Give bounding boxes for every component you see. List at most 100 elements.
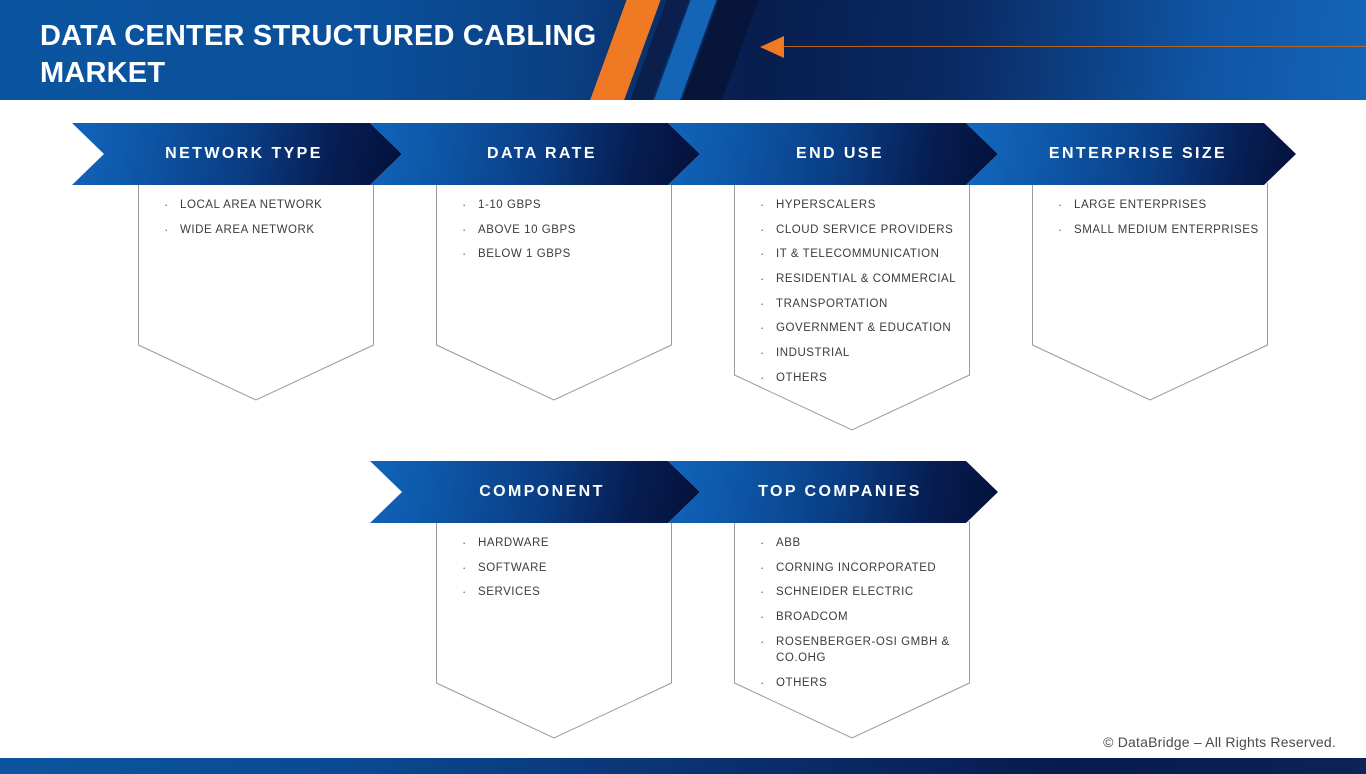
segment-list-component: · HARDWARE · SOFTWARE ·SERVICES: [462, 535, 664, 609]
bullet-icon: ·: [760, 369, 765, 385]
list-item[interactable]: · SCHNEIDER ELECTRIC: [760, 584, 962, 601]
segment-header-top-companies[interactable]: TOP COMPANIES: [668, 461, 998, 523]
bullet-icon: ·: [760, 675, 765, 691]
list-item[interactable]: · TRANSPORTATION: [760, 296, 962, 313]
bullet-icon: ·: [760, 345, 765, 361]
list-item[interactable]: · SMALL MEDIUM ENTERPRISES: [1058, 222, 1260, 239]
segment-outline-data-rate: [436, 183, 672, 401]
segment-outline-network-type: [138, 183, 374, 401]
segment-outline-enterprise-size: [1032, 183, 1268, 401]
list-item-label: BELOW 1 GBPS: [478, 248, 571, 261]
bullet-icon: ·: [760, 633, 765, 649]
list-item[interactable]: · LARGE ENTERPRISES: [1058, 197, 1260, 214]
bullet-icon: ·: [760, 609, 765, 625]
page-header: DATA CENTER STRUCTURED CABLING MARKET: [0, 0, 1366, 100]
list-item-label: OTHERS: [776, 371, 828, 384]
list-item[interactable]: · LOCAL AREA NETWORK: [164, 197, 366, 214]
segment-list-end-use: ·HYPERSCALERS·CLOUD SERVICE PROVIDERS·IT…: [760, 197, 962, 394]
segment-title-enterprise-size: ENTERPRISE SIZE: [1048, 145, 1228, 162]
segment-header-data-rate[interactable]: DATA RATE: [370, 123, 700, 185]
list-item[interactable]: ·BROADCOM: [760, 609, 962, 626]
segment-title-end-use: END USE: [796, 145, 884, 162]
bullet-icon: ·: [164, 197, 169, 212]
footer-bar: [0, 758, 1366, 774]
list-item[interactable]: · IT & TELECOMMUNICATION: [760, 246, 962, 263]
bullet-icon: ·: [760, 559, 765, 575]
list-item[interactable]: · BELOW 1 GBPS: [462, 246, 664, 263]
list-item[interactable]: · HARDWARE: [462, 535, 664, 552]
list-item-label: ROSENBERGER-OSI GMBH & CO.OHG: [776, 635, 950, 665]
segment-header-network-type[interactable]: NETWORK TYPE: [72, 123, 402, 185]
segment-body-enterprise-size: · LARGE ENTERPRISES · SMALL MEDIUM ENTERPRI…: [1032, 183, 1268, 401]
list-item-label: RESIDENTIAL & COMMERCIAL: [776, 273, 957, 286]
bullet-icon: ·: [1058, 221, 1063, 237]
segment-header-component[interactable]: COMPONENT: [370, 461, 700, 523]
list-item-label: LARGE ENTERPRISES: [1074, 199, 1207, 211]
list-item-label: SMALL MEDIUM ENTERPRISES: [1074, 223, 1259, 236]
list-item[interactable]: · 1-10 GBPS: [462, 197, 664, 214]
segment-list-network-type: · LOCAL AREA NETWORK · WIDE AREA NETWORK: [164, 197, 366, 246]
segment-body-component: · HARDWARE · SOFTWARE ·SERVICES: [436, 521, 672, 739]
segment-title-component: COMPONENT: [479, 483, 605, 500]
bullet-icon: ·: [462, 221, 467, 237]
bullet-icon: ·: [760, 320, 765, 336]
segment-body-network-type: · LOCAL AREA NETWORK · WIDE AREA NETWORK: [138, 183, 374, 401]
segment-outline-top-companies: [734, 521, 970, 739]
list-item[interactable]: · WIDE AREA NETWORK: [164, 222, 366, 239]
segment-title-data-rate: DATA RATE: [487, 145, 597, 162]
list-item-label: CLOUD SERVICE PROVIDERS: [776, 223, 954, 236]
list-item-label: SERVICES: [478, 586, 541, 599]
bullet-icon: ·: [760, 246, 765, 262]
segment-body-top-companies: · ABB · CORNING INCORPORATED · SCHNEIDER ELEC…: [734, 521, 970, 739]
list-item-label: SCHNEIDER ELECTRIC: [776, 586, 914, 599]
bullet-icon: ·: [760, 295, 765, 311]
segments-board: · LOCAL AREA NETWORK · WIDE AREA NETWORK NET…: [0, 100, 1366, 758]
bullet-icon: ·: [760, 197, 765, 212]
list-item-label: INDUSTRIAL: [776, 347, 850, 360]
bullet-icon: ·: [164, 221, 169, 237]
header-arrow: [760, 36, 1366, 58]
list-item[interactable]: ·ABOVE 10 GBPS: [462, 222, 664, 239]
list-item[interactable]: ·CLOUD SERVICE PROVIDERS: [760, 222, 962, 239]
bullet-icon: ·: [760, 584, 765, 600]
segment-title-network-type: NETWORK TYPE: [165, 145, 323, 162]
segment-header-end-use[interactable]: END USE: [668, 123, 998, 185]
list-item[interactable]: ·OTHERS: [760, 675, 962, 692]
list-item[interactable]: · SOFTWARE: [462, 560, 664, 577]
segment-title-top-companies: TOP COMPANIES: [758, 483, 922, 500]
bullet-icon: ·: [1058, 197, 1063, 212]
list-item[interactable]: · OTHERS: [760, 370, 962, 387]
list-item[interactable]: · GOVERNMENT & EDUCATION: [760, 320, 962, 337]
segment-list-top-companies: · ABB · CORNING INCORPORATED · SCHNEIDER ELEC…: [760, 535, 962, 700]
bullet-icon: ·: [760, 535, 765, 550]
bullet-icon: ·: [462, 197, 467, 212]
bullet-icon: ·: [462, 535, 467, 550]
segment-header-enterprise-size[interactable]: ENTERPRISE SIZE: [966, 123, 1296, 185]
list-item[interactable]: · HYPERSCALERS: [760, 197, 962, 214]
list-item-label: HARDWARE: [478, 537, 550, 549]
list-item[interactable]: · ROSENBERGER-OSI GMBH & CO.OHG: [760, 634, 962, 667]
bullet-icon: ·: [760, 271, 765, 287]
bullet-icon: ·: [462, 246, 467, 262]
list-item-label: ABB: [776, 537, 801, 549]
copyright-text: © DataBridge – All Rights Reserved.: [1103, 734, 1336, 750]
list-item-label: LOCAL AREA NETWORK: [180, 199, 323, 211]
list-item[interactable]: · INDUSTRIAL: [760, 345, 962, 362]
list-item-label: SOFTWARE: [478, 561, 548, 574]
list-item-label: IT & TELECOMMUNICATION: [776, 248, 940, 261]
segment-list-data-rate: ·1-10 GBPS·ABOVE 10 GBPS·BELOW 1 GBPS: [462, 197, 664, 271]
list-item-label: CORNING INCORPORATED: [776, 561, 937, 574]
header-arrow-line: [783, 46, 1366, 47]
list-item-label: 1-10 GBPS: [478, 199, 542, 211]
list-item[interactable]: ·SERVICES: [462, 584, 664, 601]
list-item[interactable]: · ABB: [760, 535, 962, 552]
list-item-label: GOVERNMENT & EDUCATION: [776, 322, 952, 335]
list-item-label: WIDE AREA NETWORK: [180, 223, 315, 236]
bullet-icon: ·: [462, 559, 467, 575]
page-title: DATA CENTER STRUCTURED CABLING MARKET: [40, 20, 597, 90]
list-item-label: HYPERSCALERS: [776, 199, 876, 211]
list-item-label: TRANSPORTATION: [776, 297, 888, 310]
list-item[interactable]: · RESIDENTIAL & COMMERCIAL: [760, 271, 962, 288]
list-item[interactable]: · CORNING INCORPORATED: [760, 560, 962, 577]
segment-body-data-rate: ·1-10 GBPS·ABOVE 10 GBPS·BELOW 1 GBPS: [436, 183, 672, 401]
